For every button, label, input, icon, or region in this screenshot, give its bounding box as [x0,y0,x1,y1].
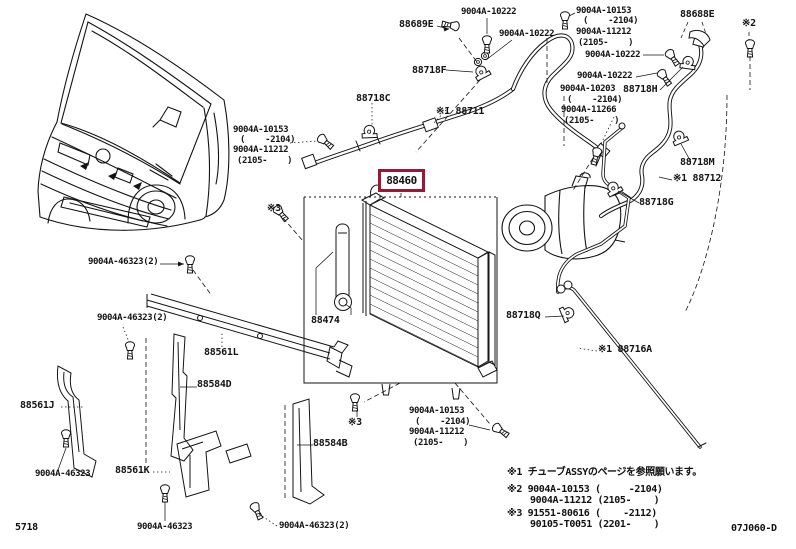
pipe-88716A [556,280,707,449]
callout-88688E[interactable]: 88688E [680,9,715,20]
callout-88561K[interactable]: 88561K [115,465,150,476]
pipes [301,33,707,449]
callout-9004A-46323x2-1[interactable]: 9004A-46323(2) [88,257,159,267]
bolt-icon [124,341,136,360]
callout-88561J[interactable]: 88561J [20,400,55,411]
callout-88711[interactable]: ※1 88711 [436,106,485,117]
note-ref2-line1: ※2 9004A-10153 ( -2104) [507,484,663,495]
note-ref3-line2: 90105-T0051 (2201- ) [530,519,660,530]
clamp-icon [558,304,576,324]
note-ref3-line1: ※3 91551-80616 ( -2112) [507,508,657,519]
callout-range-l-1: ( -2104) [240,135,296,145]
bracket-88561J [57,365,97,478]
label-bracket-88474 [315,251,352,315]
bolt-icon [481,35,493,54]
callout-88718M[interactable]: 88718M [680,157,715,168]
callout-9004A-46323x2-3[interactable]: 9004A-46323(2) [279,521,350,531]
note-ref1: ※1 チューブASSYのページを参照願います。 [507,467,702,478]
construction-lines [145,37,751,500]
callout-range-tr-2: (2105- ) [578,38,634,48]
bracket-88584D [170,333,194,462]
clamp-icon [472,63,493,82]
bolt-icon [663,47,682,68]
callout-9004A-10153-tr[interactable]: 9004A-10153 [576,6,632,16]
bolt-icon [655,67,674,88]
callout-88689E[interactable]: 88689E [399,19,434,30]
compressor-drawing [501,172,626,260]
pipe-88712 [555,122,631,294]
callout-88584B[interactable]: 88584B [313,438,348,449]
callout-9004A-10203[interactable]: 9004A-10203 [560,84,616,94]
callout-9004A-11266[interactable]: 9004A-11266 [561,105,617,115]
callout-ref3-bottom: ※3 [348,417,362,428]
callout-88584D[interactable]: 88584D [197,379,232,390]
callout-9004A-46323x2-2[interactable]: 9004A-46323(2) [97,313,168,323]
van-illustration [37,13,230,231]
callout-9004A-10222-4[interactable]: 9004A-10222 [577,71,633,81]
callout-88718G[interactable]: 88718G [639,197,674,208]
callout-88718C[interactable]: 88718C [356,93,391,104]
bolt-icon [60,429,72,448]
bolt-icon [349,393,361,412]
discharge-hose [510,33,611,167]
callout-ref2: ※2 [742,18,756,29]
bolt-icon [315,132,336,152]
bracket-88561L [146,293,353,378]
callout-9004A-10153-b[interactable]: 9004A-10153 [409,406,465,416]
callout-88718Q[interactable]: 88718Q [506,310,541,321]
callout-88712[interactable]: ※1 88712 [673,173,722,184]
bolt-icon [744,39,756,58]
callout-ref3-top: ※3 [267,203,281,214]
bracket-88561K [176,430,252,498]
callout-9004A-46323-2[interactable]: 9004A-46323 [137,522,193,532]
callout-range-tr-1: ( -2104) [583,16,639,26]
page-code: 5718 [15,522,38,533]
callout-88718H[interactable]: 88718H [623,84,658,95]
callout-88716A[interactable]: ※1 88716A [598,344,652,355]
receiver-drier [334,223,352,311]
condenser-fins [369,213,479,367]
callout-range-l-2: (2105- ) [237,156,293,166]
callout-9004A-10153-l[interactable]: 9004A-10153 [233,125,289,135]
callout-range-r-1: ( -2104) [567,95,623,105]
bracket-88584B [292,398,325,505]
callout-range-b-1: ( -2104) [415,417,471,427]
plate-code: 07J060-D [731,523,777,534]
callout-9004A-11212-b[interactable]: 9004A-11212 [409,427,465,437]
callout-9004A-10222-2[interactable]: 9004A-10222 [499,29,555,39]
leader-lines [57,12,750,527]
callout-88561L[interactable]: 88561L [204,347,239,358]
callout-9004A-46323-1[interactable]: 9004A-46323 [35,469,91,479]
callout-range-b-2: (2105- ) [413,438,469,448]
callout-88718F[interactable]: 88718F [412,65,447,76]
callout-88474[interactable]: 88474 [311,315,340,326]
callout-9004A-11212-tr[interactable]: 9004A-11212 [576,27,632,37]
callout-9004A-10222-1[interactable]: 9004A-10222 [461,7,517,17]
bolt-icon [490,421,511,440]
highlighted-part-88460[interactable]: 88460 [378,169,425,192]
note-ref2-line2: 9004A-11212 (2105- ) [530,495,660,506]
bolt-icon [248,500,266,522]
condenser-assembly [303,184,498,400]
bolt-icon [559,11,571,30]
clamps [360,29,711,324]
clamp-icon [360,123,380,142]
liquid-tube-88711 [301,86,516,170]
callout-9004A-11212-l[interactable]: 9004A-11212 [233,145,289,155]
bolt-icon [159,484,171,503]
clamp-icon [670,129,690,147]
hook-88688E [688,29,711,47]
brackets [57,293,353,505]
callout-9004A-10222-3[interactable]: 9004A-10222 [585,50,641,60]
callout-range-r-2: (2105- ) [564,116,620,126]
